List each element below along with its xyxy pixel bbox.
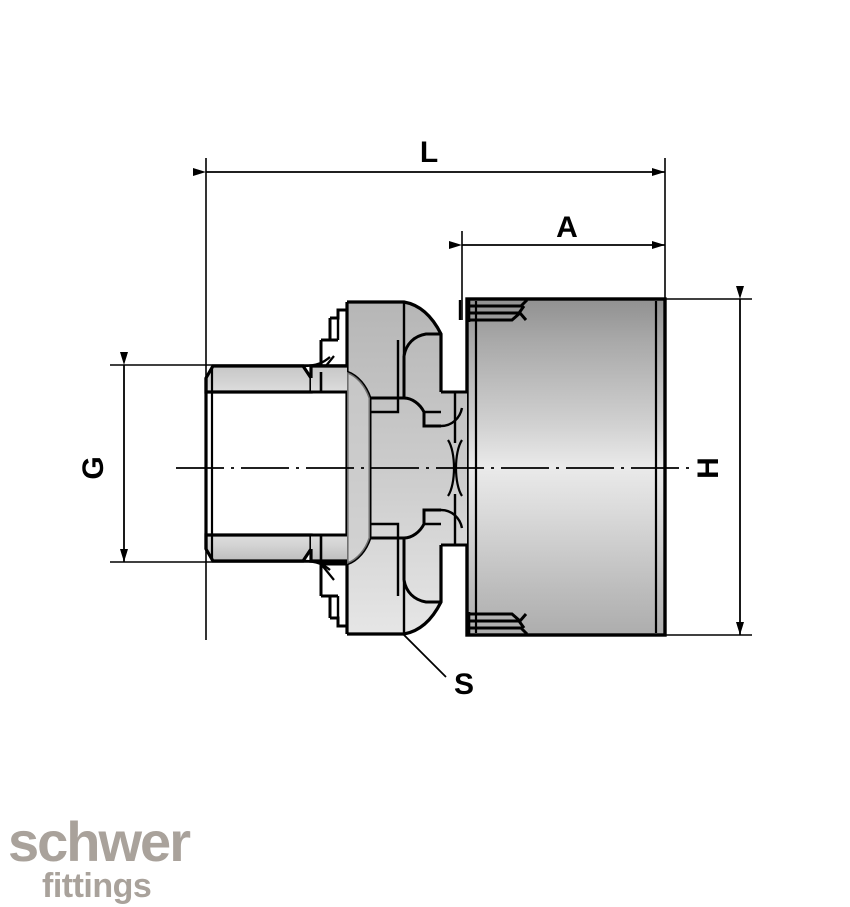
dimension-label-H: H [692, 457, 725, 479]
hex-shoulder-top [302, 356, 331, 368]
hex-neck-bottom-fill [311, 535, 347, 561]
dimension-A: A [449, 211, 665, 249]
dimension-label-A: A [556, 211, 578, 244]
dimension-label-G: G [77, 456, 110, 479]
brand-logo: schwer fittings [8, 810, 192, 905]
dimension-L: L [193, 136, 665, 176]
dimension-H: H [692, 286, 744, 635]
cylinder-bottom-groove-detail [467, 612, 529, 636]
cylinder-top-groove-detail [467, 298, 529, 322]
dimension-G: G [77, 352, 128, 562]
cylinder-body [465, 297, 667, 637]
logo-brand-text: schwer [8, 810, 190, 873]
hex-nut-top-band [204, 364, 313, 394]
hex-neck-top-fill [311, 366, 347, 392]
collar-section-lines [402, 300, 462, 634]
callout-label-S: S [454, 668, 474, 701]
callout-leader-line-S [403, 634, 447, 678]
callout-S: S [403, 634, 474, 701]
collar-neck-fill [347, 372, 370, 564]
logo-tagline-text: fittings [42, 867, 151, 905]
hex-nut-bottom-band [204, 533, 313, 563]
dimension-label-L: L [420, 136, 438, 169]
